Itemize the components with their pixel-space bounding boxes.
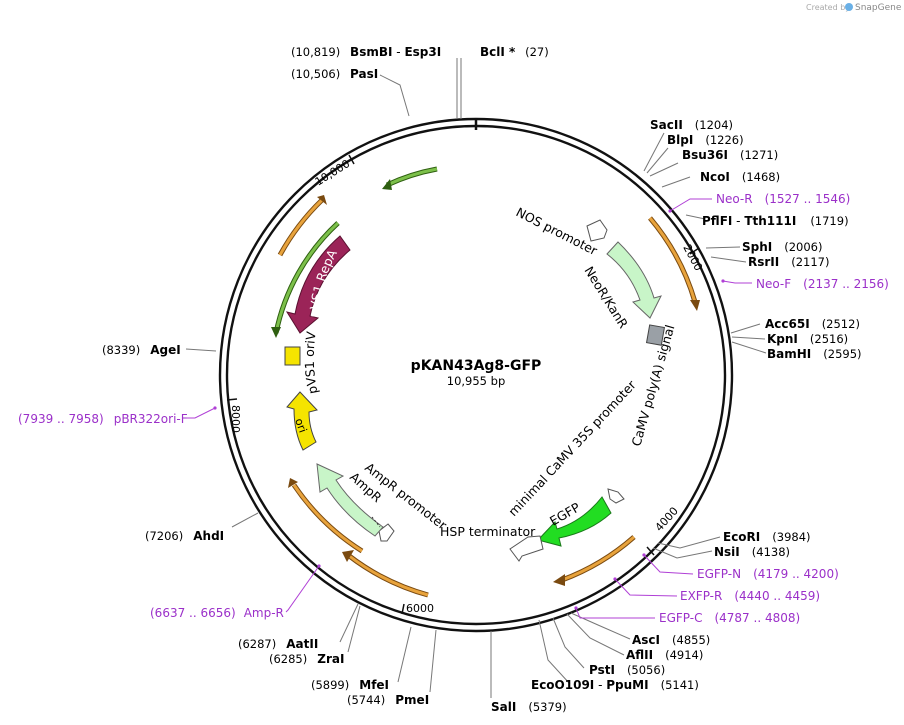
ampr-arrow (316, 463, 384, 537)
neor-kanr-arrow (606, 241, 662, 319)
min-camv-promoter-arrow (607, 488, 625, 504)
camv-polya-box (645, 324, 666, 346)
primer-exfp-r: EXFP-R(4440 .. 4459) (680, 589, 820, 603)
primer-egfp-c: EGFP-C(4787 .. 4808) (659, 611, 800, 625)
orange-feature-arrows (271, 166, 700, 598)
scale-ticks (226, 154, 700, 615)
tick-4000: 4000 (653, 505, 681, 535)
site-nsii: NsiI(4138) (714, 545, 790, 559)
site-bsmbi: (10,819) BsmBI - Esp3I (291, 45, 441, 59)
created-by-label: Created by (806, 3, 850, 12)
site-rsrii: RsrII(2117) (748, 255, 829, 269)
label-pvs1-oriv: pVS1 oriV (302, 330, 321, 395)
site-bcli: BclI * (27) (480, 45, 549, 59)
site-aatii: (6287)AatII (238, 637, 318, 651)
label-hsp-terminator: HSP terminator (440, 524, 536, 539)
site-sphi: SphI(2006) (742, 240, 823, 254)
site-acc65i: Acc65I(2512) (765, 317, 860, 331)
label-nos-promoter: NOS promoter (514, 204, 601, 258)
plasmid-length: 10,955 bp (447, 374, 506, 388)
label-neor-kanr: NeoR/KanR (581, 264, 631, 331)
site-pasi: (10,506) PasI (291, 67, 378, 81)
site-ecoo109i: EcoO109I - PpuMI(5141) (531, 678, 699, 692)
site-agei: (8339)AgeI (102, 343, 181, 357)
label-ori: ori (292, 417, 309, 435)
primer-amp-r: (6637 .. 6656)Amp-R (150, 606, 284, 620)
primer-egfp-n: EGFP-N(4179 .. 4200) (697, 567, 839, 581)
site-bsu36i: Bsu36I(1271) (682, 148, 778, 162)
hsp-terminator-arrow (509, 535, 544, 562)
pvs1-oriv-box (284, 346, 301, 366)
site-pmei: (5744)PmeI (347, 693, 429, 707)
site-ecori: EcoRI(3984) (723, 530, 811, 544)
site-mfei: (5899)MfeI (311, 678, 389, 692)
primer-neo-r: Neo-R(1527 .. 1546) (716, 192, 850, 206)
ori-arrow (286, 391, 318, 451)
site-zrai: (6285)ZraI (269, 652, 344, 666)
snapgene-logo-icon: SnapGene (845, 3, 902, 13)
pvs1-repa-arrow (285, 235, 351, 334)
site-bamhi: BamHI(2595) (767, 347, 862, 361)
site-ncoi: NcoI(1468) (700, 170, 780, 184)
primer-neo-f: Neo-F(2137 .. 2156) (756, 277, 889, 291)
primer-pbr322ori-f: (7939 .. 7958)pBR322ori-F (18, 412, 188, 426)
site-kpni: KpnI(2516) (767, 332, 848, 346)
tick-8000: 8000 (229, 405, 242, 433)
site-aflii: AflII(4914) (626, 648, 703, 662)
site-blpi: BlpI(1226) (667, 133, 744, 147)
site-sacii: SacII(1204) (650, 118, 733, 132)
site-ahdi: (7206)AhdI (145, 529, 224, 543)
site-pflfi: PflFI - Tth111I(1719) (702, 214, 849, 228)
plasmid-name: pKAN43Ag8-GFP (411, 358, 542, 374)
svg-text:SnapGene: SnapGene (855, 3, 902, 13)
egfp-arrow (537, 496, 612, 547)
primer-leader-lines (186, 198, 752, 619)
site-sali: SalI(5379) (491, 700, 567, 714)
site-psti: PstI(5056) (589, 663, 665, 677)
tick-6000: 6000 (406, 602, 434, 615)
nos-promoter-arrow (586, 219, 608, 242)
site-asci: AscI(4855) (632, 633, 710, 647)
